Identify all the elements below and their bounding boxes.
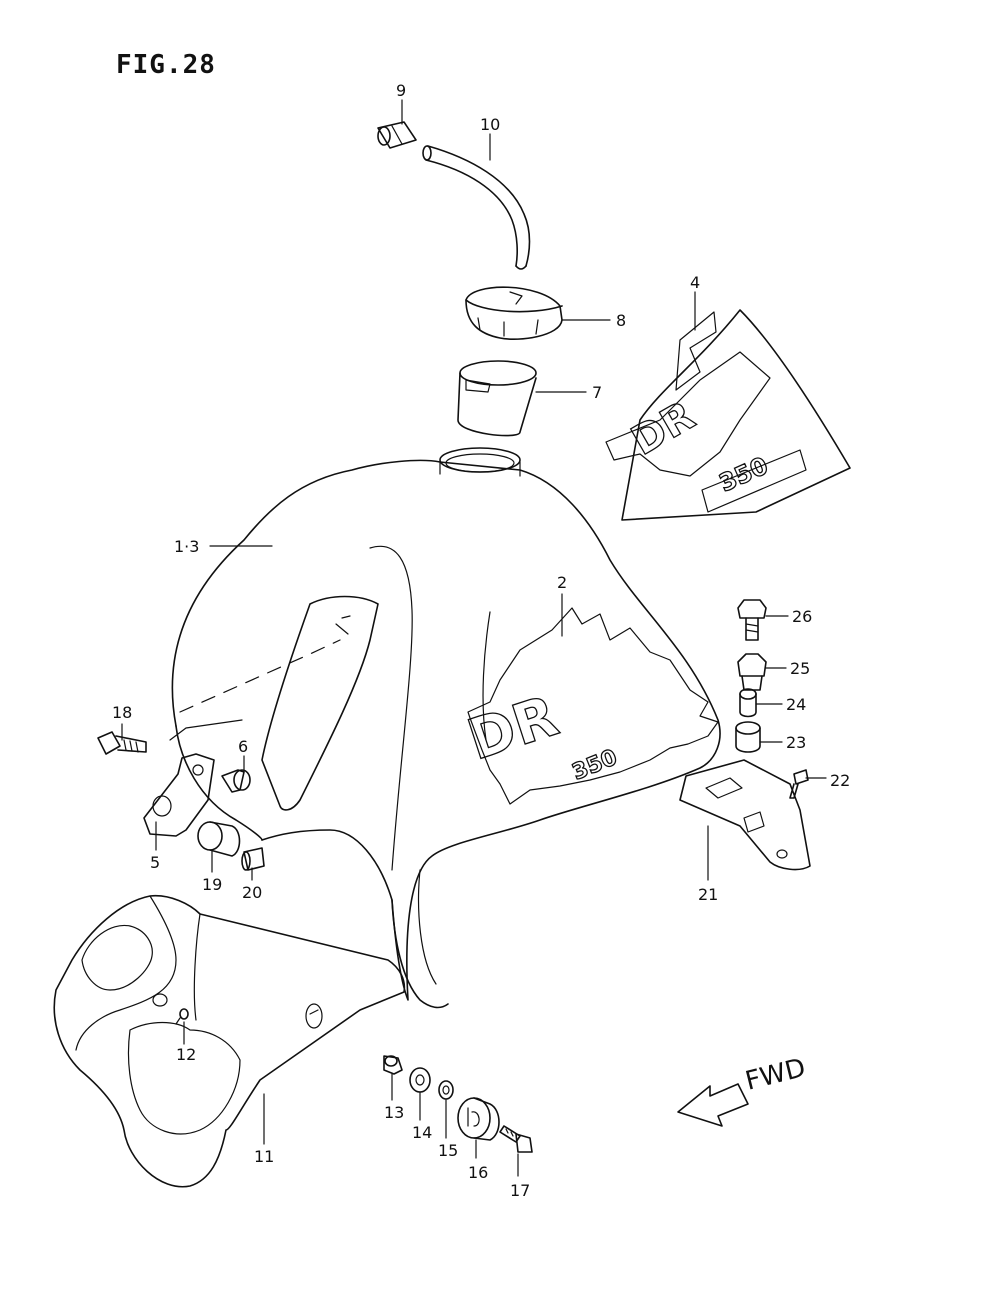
callout-10: 10 (480, 115, 500, 134)
callout-16: 16 (468, 1163, 488, 1182)
callout-24: 24 (786, 695, 806, 714)
callout-21: 21 (698, 885, 718, 904)
figure-title: FIG.28 (116, 50, 216, 80)
tank-decal-logo: DR (460, 684, 565, 774)
part-5-bracket-plate (143, 753, 215, 837)
callout-25: 25 (790, 659, 810, 678)
shroud-decal-logo: DR (624, 393, 702, 465)
callout-1-3: 1·3 (174, 537, 199, 556)
part-13-bushing (383, 1055, 403, 1075)
callout-labels: 9 10 8 7 4 1·3 2 26 25 24 23 22 21 18 6 … (112, 81, 850, 1200)
part-23-grommet (735, 721, 761, 753)
callout-8: 8 (616, 311, 626, 330)
callout-20: 20 (242, 883, 262, 902)
part-21-mounting-bracket (679, 759, 811, 871)
callout-18: 18 (112, 703, 132, 722)
forward-arrow-icon (677, 1083, 749, 1127)
callout-13: 13 (384, 1103, 404, 1122)
callout-9: 9 (396, 81, 406, 100)
callout-14: 14 (412, 1123, 432, 1142)
callout-12: 12 (176, 1045, 196, 1064)
forward-label: FWD (742, 1053, 808, 1097)
callout-6: 6 (238, 737, 248, 756)
part-19-cushion (197, 821, 241, 857)
forward-direction-indicator: FWD (677, 1053, 809, 1127)
callout-26: 26 (792, 607, 812, 626)
part-18-bolt (97, 731, 147, 755)
part-14-washer (409, 1067, 431, 1093)
part-7-filler-neck (457, 360, 537, 437)
part-17-bolt (499, 1125, 533, 1153)
callout-4: 4 (690, 273, 700, 292)
callout-23: 23 (786, 733, 806, 752)
callout-5: 5 (150, 853, 160, 872)
part-10-breather-hose (422, 145, 531, 270)
part-11-side-cover (53, 894, 406, 1188)
part-22-bolt (789, 769, 809, 799)
leader-lines (121, 99, 827, 1177)
callout-22: 22 (830, 771, 850, 790)
callout-17: 17 (510, 1181, 530, 1200)
part-26-bolt (737, 599, 767, 641)
part-24-collar (739, 688, 757, 718)
part-9-clamp (377, 121, 417, 149)
tank-decal-subtext: 350 (569, 745, 621, 785)
part-4-shroud-decal: DR 350 (605, 309, 851, 521)
callout-19: 19 (202, 875, 222, 894)
callout-11: 11 (254, 1147, 274, 1166)
part-12-screw (175, 1008, 189, 1025)
part-8-fuel-cap (465, 286, 563, 340)
shroud-decal-subtext: 350 (715, 452, 772, 498)
callout-7: 7 (592, 383, 602, 402)
part-2-tank-decal: DR 350 (460, 607, 719, 805)
part-25-nut (737, 653, 767, 691)
part-20-spacer (241, 847, 265, 871)
callout-15: 15 (438, 1141, 458, 1160)
part-15-washer (438, 1080, 454, 1100)
part-1-3-fuel-tank (169, 447, 721, 1009)
part-6-screw (221, 769, 251, 793)
callout-2: 2 (557, 573, 567, 592)
part-16-cushion (457, 1097, 500, 1141)
